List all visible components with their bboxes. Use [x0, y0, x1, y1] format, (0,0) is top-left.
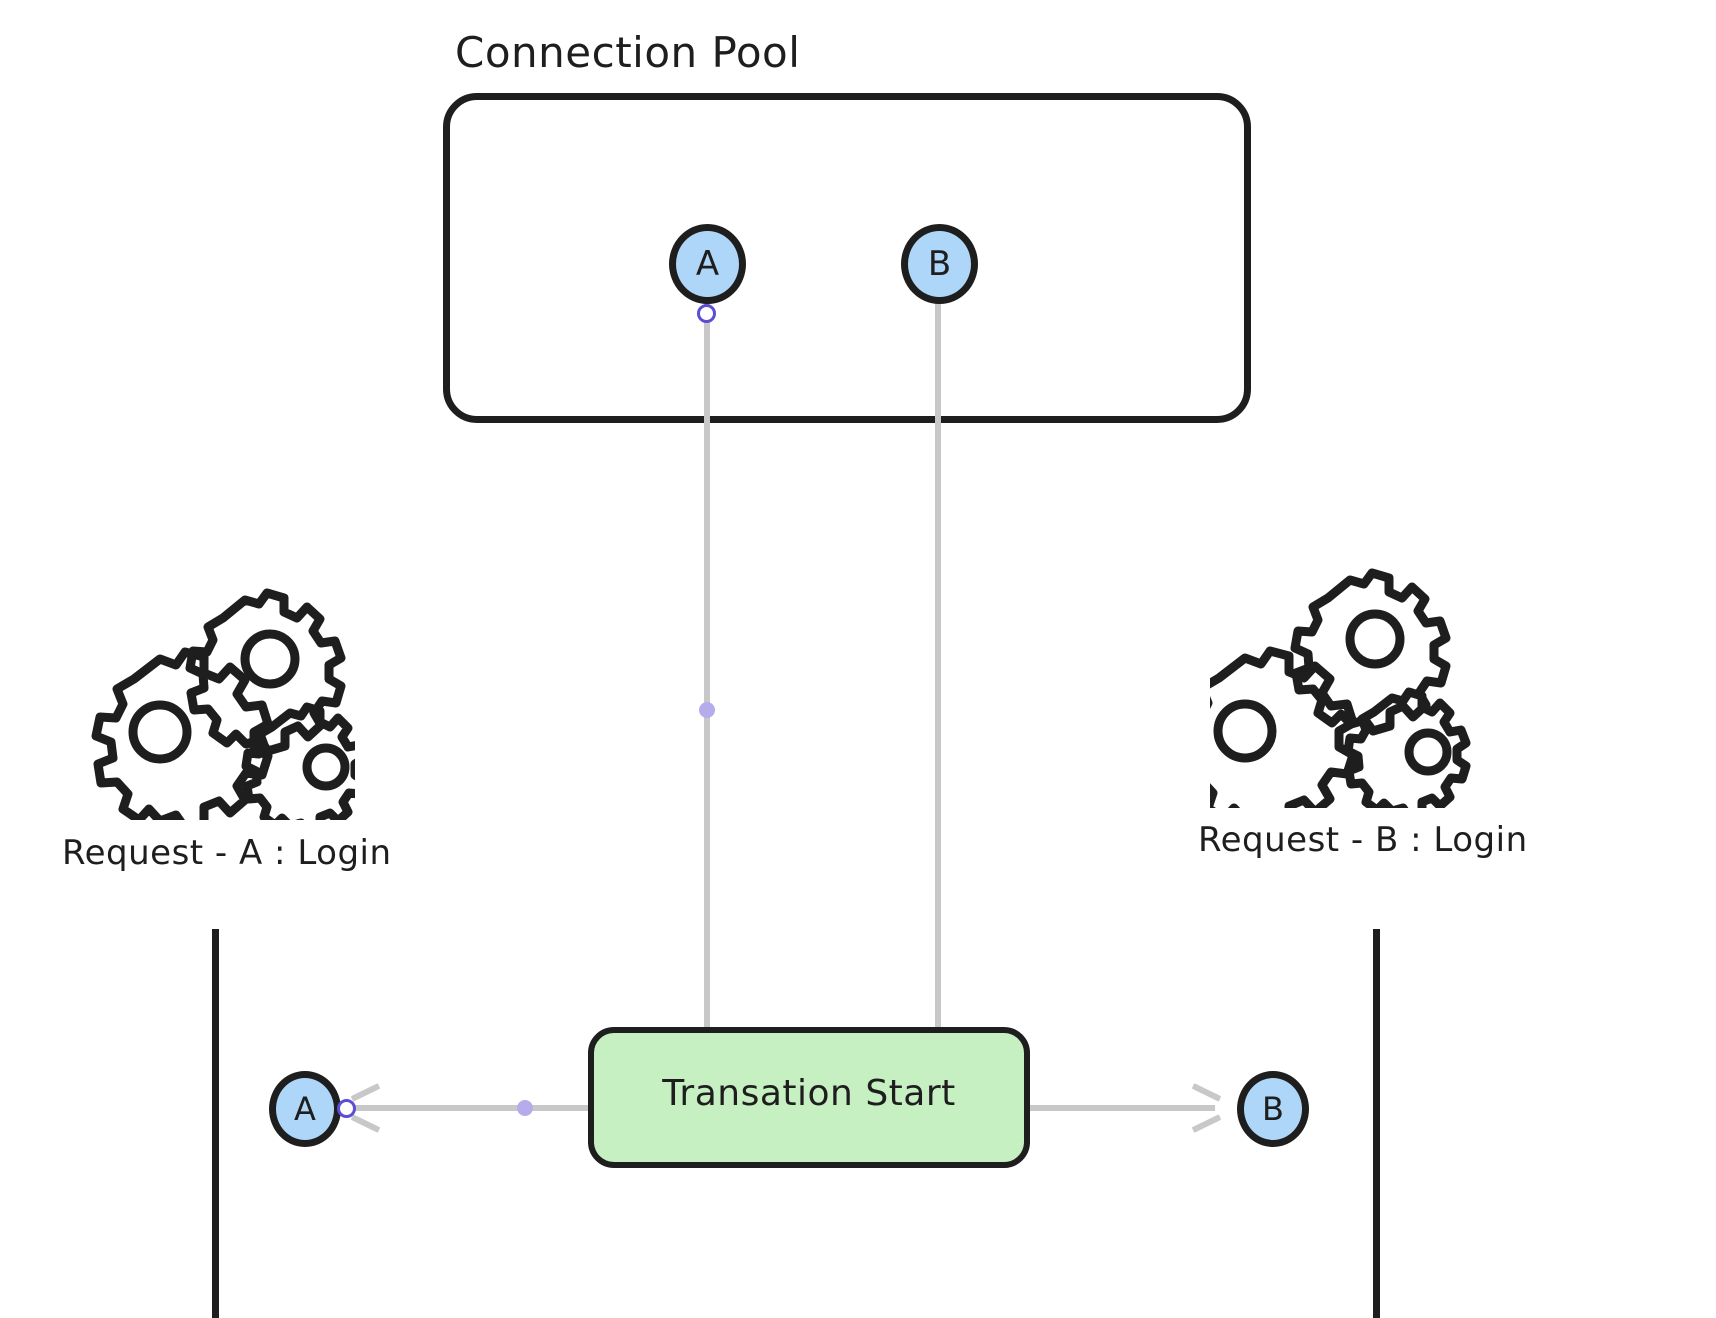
lifeline-right	[1373, 929, 1380, 1318]
connector-line-a-vertical	[704, 300, 710, 1030]
transaction-start-box[interactable]	[588, 1027, 1030, 1168]
connector-midpoint-dot-a-horizontal[interactable]	[517, 1100, 533, 1116]
pool-node-b-label: B	[927, 244, 952, 284]
bottom-node-a[interactable]: A	[269, 1071, 341, 1147]
bottom-node-b[interactable]: B	[1237, 1071, 1309, 1147]
connector-line-transaction-to-a	[352, 1105, 590, 1111]
transaction-start-label: Transation Start	[662, 1073, 956, 1114]
connector-line-b-vertical	[935, 300, 941, 1030]
arrowhead-left-icon	[350, 1083, 386, 1133]
page-title: Connection Pool	[455, 28, 801, 77]
gears-icon	[85, 560, 355, 820]
connector-handle-bottom-a[interactable]	[337, 1099, 356, 1118]
pool-node-a[interactable]: A	[669, 224, 746, 304]
pool-node-b[interactable]: B	[901, 224, 978, 304]
connection-pool-container	[443, 93, 1251, 423]
arrowhead-right-icon	[1186, 1083, 1222, 1133]
request-b-label: Request - B : Login	[1198, 820, 1528, 860]
request-a-label: Request - A : Login	[62, 833, 392, 873]
lifeline-left	[212, 929, 219, 1318]
connector-line-transaction-to-b	[1030, 1105, 1215, 1111]
gears-icon	[1210, 548, 1490, 808]
bottom-node-a-label: A	[294, 1090, 316, 1128]
connector-handle-pool-a[interactable]	[697, 304, 716, 323]
bottom-node-b-label: B	[1262, 1090, 1284, 1128]
connector-midpoint-dot-a-vertical[interactable]	[699, 702, 715, 718]
pool-node-a-label: A	[695, 244, 720, 284]
